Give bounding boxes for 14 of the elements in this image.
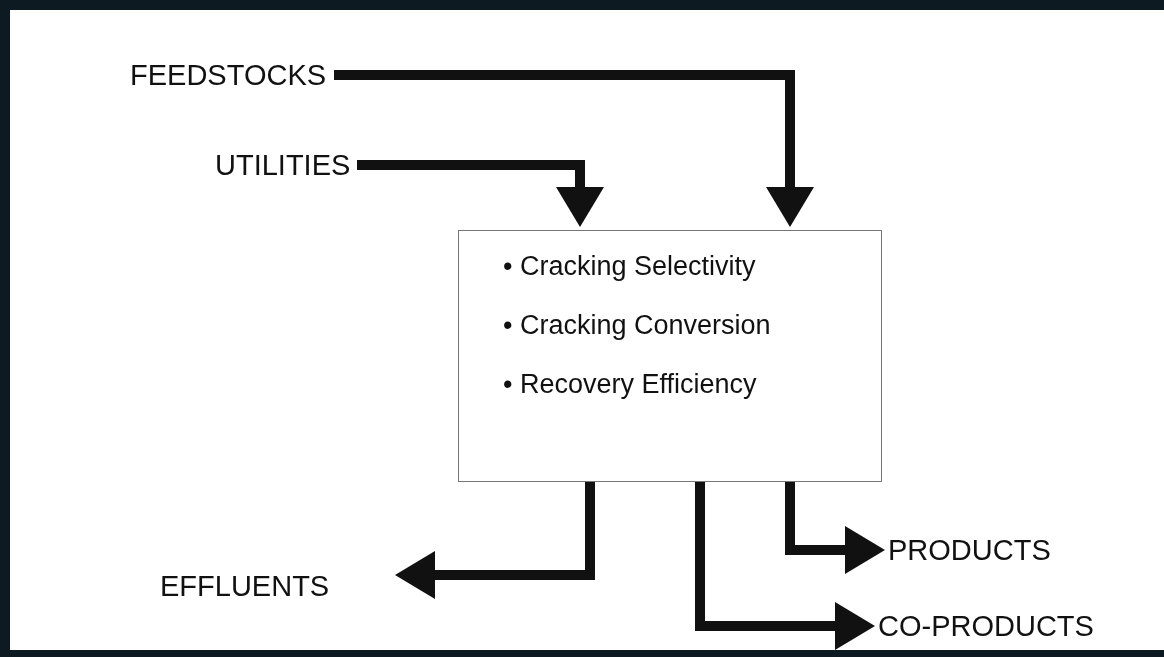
arrow — [395, 482, 595, 599]
flow-label: PRODUCTS — [888, 530, 1108, 570]
arrow — [357, 160, 604, 227]
flow-label: EFFLUENTS — [160, 566, 392, 606]
arrow — [785, 482, 885, 574]
bullet-item: • Recovery Efficiency — [502, 369, 758, 400]
flow-label: FEEDSTOCKS — [130, 55, 330, 95]
flow-label: UTILITIES — [215, 145, 353, 185]
process-box — [458, 230, 882, 482]
flow-label: CO-PRODUCTS — [878, 606, 1158, 646]
bullet-item: • Cracking Conversion — [502, 310, 772, 341]
bullet-item: • Cracking Selectivity — [502, 251, 757, 282]
arrow — [695, 482, 875, 650]
arrow — [334, 70, 814, 227]
